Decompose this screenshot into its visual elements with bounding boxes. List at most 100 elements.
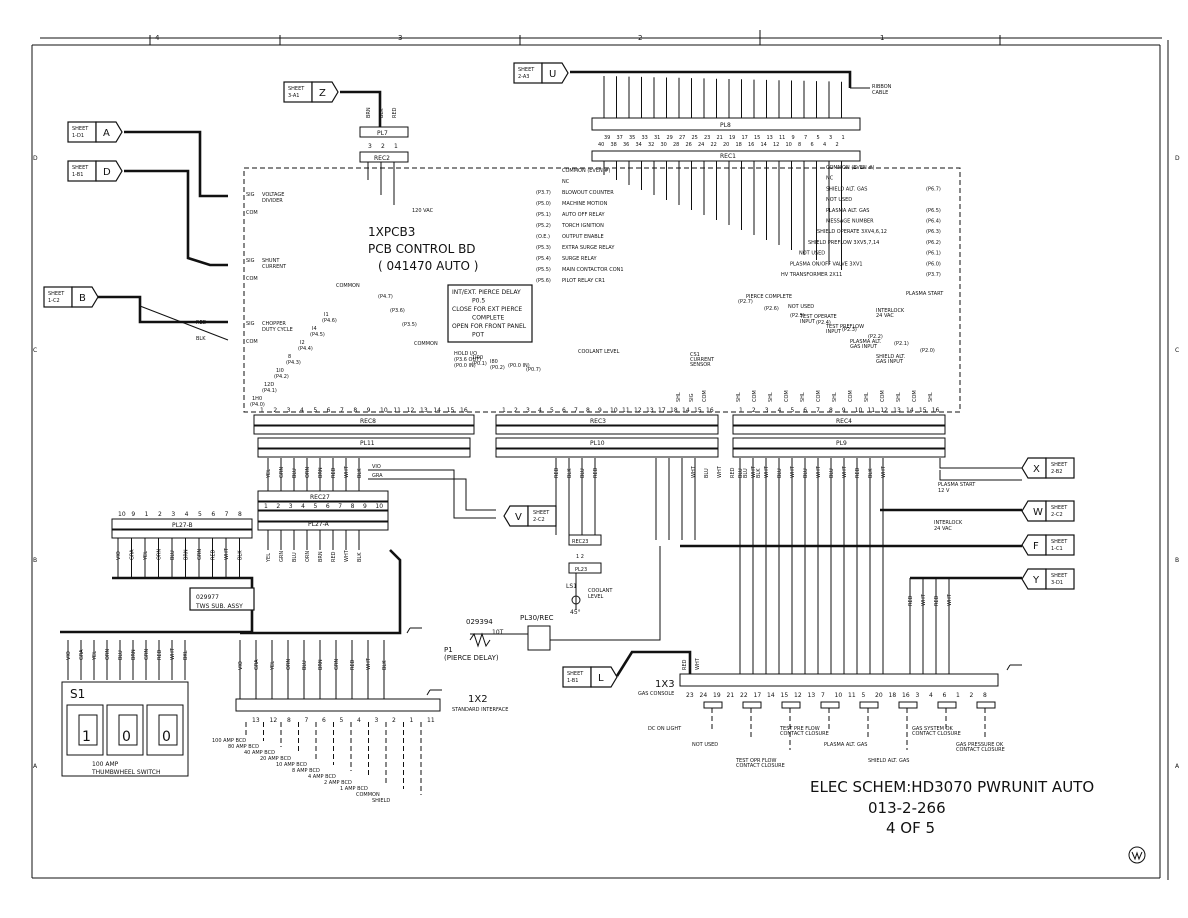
pl8-pin: 3: [829, 135, 832, 141]
rec1-ref: (P5.2): [536, 223, 551, 229]
shield-label: COM: [880, 390, 886, 402]
board-name: PCB CONTROL BD: [368, 242, 476, 256]
pl8-pin: 29: [667, 135, 673, 141]
wire-color: RED: [934, 595, 940, 606]
wire-color: GRN: [144, 649, 150, 660]
wire-color: BLK: [382, 660, 388, 670]
pin-number: 6: [562, 407, 566, 414]
rec27-block: [257, 490, 389, 511]
rec1-signal: SHIELD PREFLOW 3XV5,7,14: [808, 240, 879, 246]
wire-color: BLK: [567, 468, 573, 478]
pl8-pin: 1: [842, 135, 845, 141]
rec1-ref: (P6.1): [926, 251, 941, 257]
offpage-letter: Z: [319, 88, 326, 99]
rec1-signal: PLASMA ALT. GAS: [826, 208, 869, 214]
pl8-pin: 22: [711, 142, 717, 148]
rec2-body: [359, 151, 409, 163]
note-line: POT: [472, 332, 484, 339]
x2-pin: 6: [322, 717, 326, 724]
pl10-label: PL10: [590, 440, 605, 447]
pin-number: 18: [670, 407, 678, 414]
x3-contact: [937, 701, 957, 709]
wire-blk: [139, 305, 229, 341]
offpage-arrow: [95, 160, 123, 182]
wire-color: BLU: [302, 660, 308, 670]
rec3-label: REC3: [590, 418, 606, 425]
offpage-sheet-box: [67, 160, 97, 182]
pl7-pin: 3: [368, 143, 372, 150]
wire-color: GRA: [130, 549, 136, 560]
thumbwheel-switch: 1 0 0 S1: [61, 681, 189, 777]
pin-number: 3: [289, 503, 293, 510]
rec8-input: 8: [288, 354, 291, 360]
pl8-pin: 40: [598, 142, 604, 148]
x3-pin: 24: [700, 692, 708, 699]
pl30-body: [527, 625, 551, 651]
x3-pin: 6: [943, 692, 947, 699]
ground-icon: [426, 689, 431, 696]
wire-color: ORN: [305, 467, 311, 478]
pl8-pin: 5: [817, 135, 820, 141]
x3-pin: 23: [686, 692, 694, 699]
pl8-pin: 19: [729, 135, 735, 141]
x3-pin: 14: [767, 692, 775, 699]
wire-color: YEL: [266, 553, 272, 563]
x2-pin: 11: [427, 717, 435, 724]
p1-part: 029394: [466, 618, 493, 626]
pl8-pin: 12: [773, 142, 779, 148]
wire-color: BLU: [704, 468, 710, 478]
rec1-signal: NOT USED: [799, 251, 825, 257]
pin-number: 11: [393, 407, 401, 414]
offpage-letter: W: [1033, 507, 1043, 518]
wire-color: BRN: [366, 107, 372, 118]
x2-pin: 4: [357, 717, 361, 724]
pin-number: 8: [351, 503, 355, 510]
zone-label: B: [33, 557, 37, 564]
ground-icon: [1006, 664, 1011, 671]
pl8-pin: 38: [611, 142, 617, 148]
pl8-pin: 11: [779, 135, 785, 141]
pl8-body: [591, 117, 861, 131]
ribbon-bundle: [570, 70, 852, 88]
rec1-signal: TORCH IGNITION: [561, 223, 604, 229]
pl8-pin: 7: [804, 135, 807, 141]
pin-number: 7: [574, 407, 578, 414]
pin-number: 10: [380, 407, 388, 414]
pl11-block-body: [257, 448, 471, 458]
zone-label: A: [1175, 763, 1180, 770]
pl8-pin: 36: [623, 142, 629, 148]
offpage-sheet-box: [43, 286, 73, 308]
rec8-ref: (P4.5): [310, 332, 325, 338]
pin-number: 14: [682, 407, 690, 414]
rec3-input: (P0.0 IN): [508, 363, 530, 369]
wire-color: BLU: [580, 468, 586, 478]
offpage-arrow: [95, 121, 123, 143]
rec3-input: (P0.7): [526, 367, 541, 373]
pl30-label: PL30/REC: [520, 614, 554, 622]
offpage-arrow: [71, 286, 99, 308]
wire-color: BRN: [131, 649, 137, 660]
rec4-ref: (P2.0): [920, 348, 935, 354]
rec8-label: REC8: [360, 418, 376, 425]
x2-output: 20 AMP BCD: [260, 756, 291, 762]
x3-contact: [781, 701, 801, 709]
pin-number: 15: [447, 407, 455, 414]
x2-pin: 5: [340, 717, 344, 724]
note-line: OPEN FOR FRONT PANEL: [452, 323, 527, 330]
x2-pin: 12: [270, 717, 278, 724]
x3-contact: [742, 701, 762, 709]
pin-number: 6: [326, 503, 330, 510]
pin-number: 16: [460, 407, 468, 414]
wire-color: VIO: [372, 464, 381, 470]
bundle-a: [124, 130, 228, 198]
